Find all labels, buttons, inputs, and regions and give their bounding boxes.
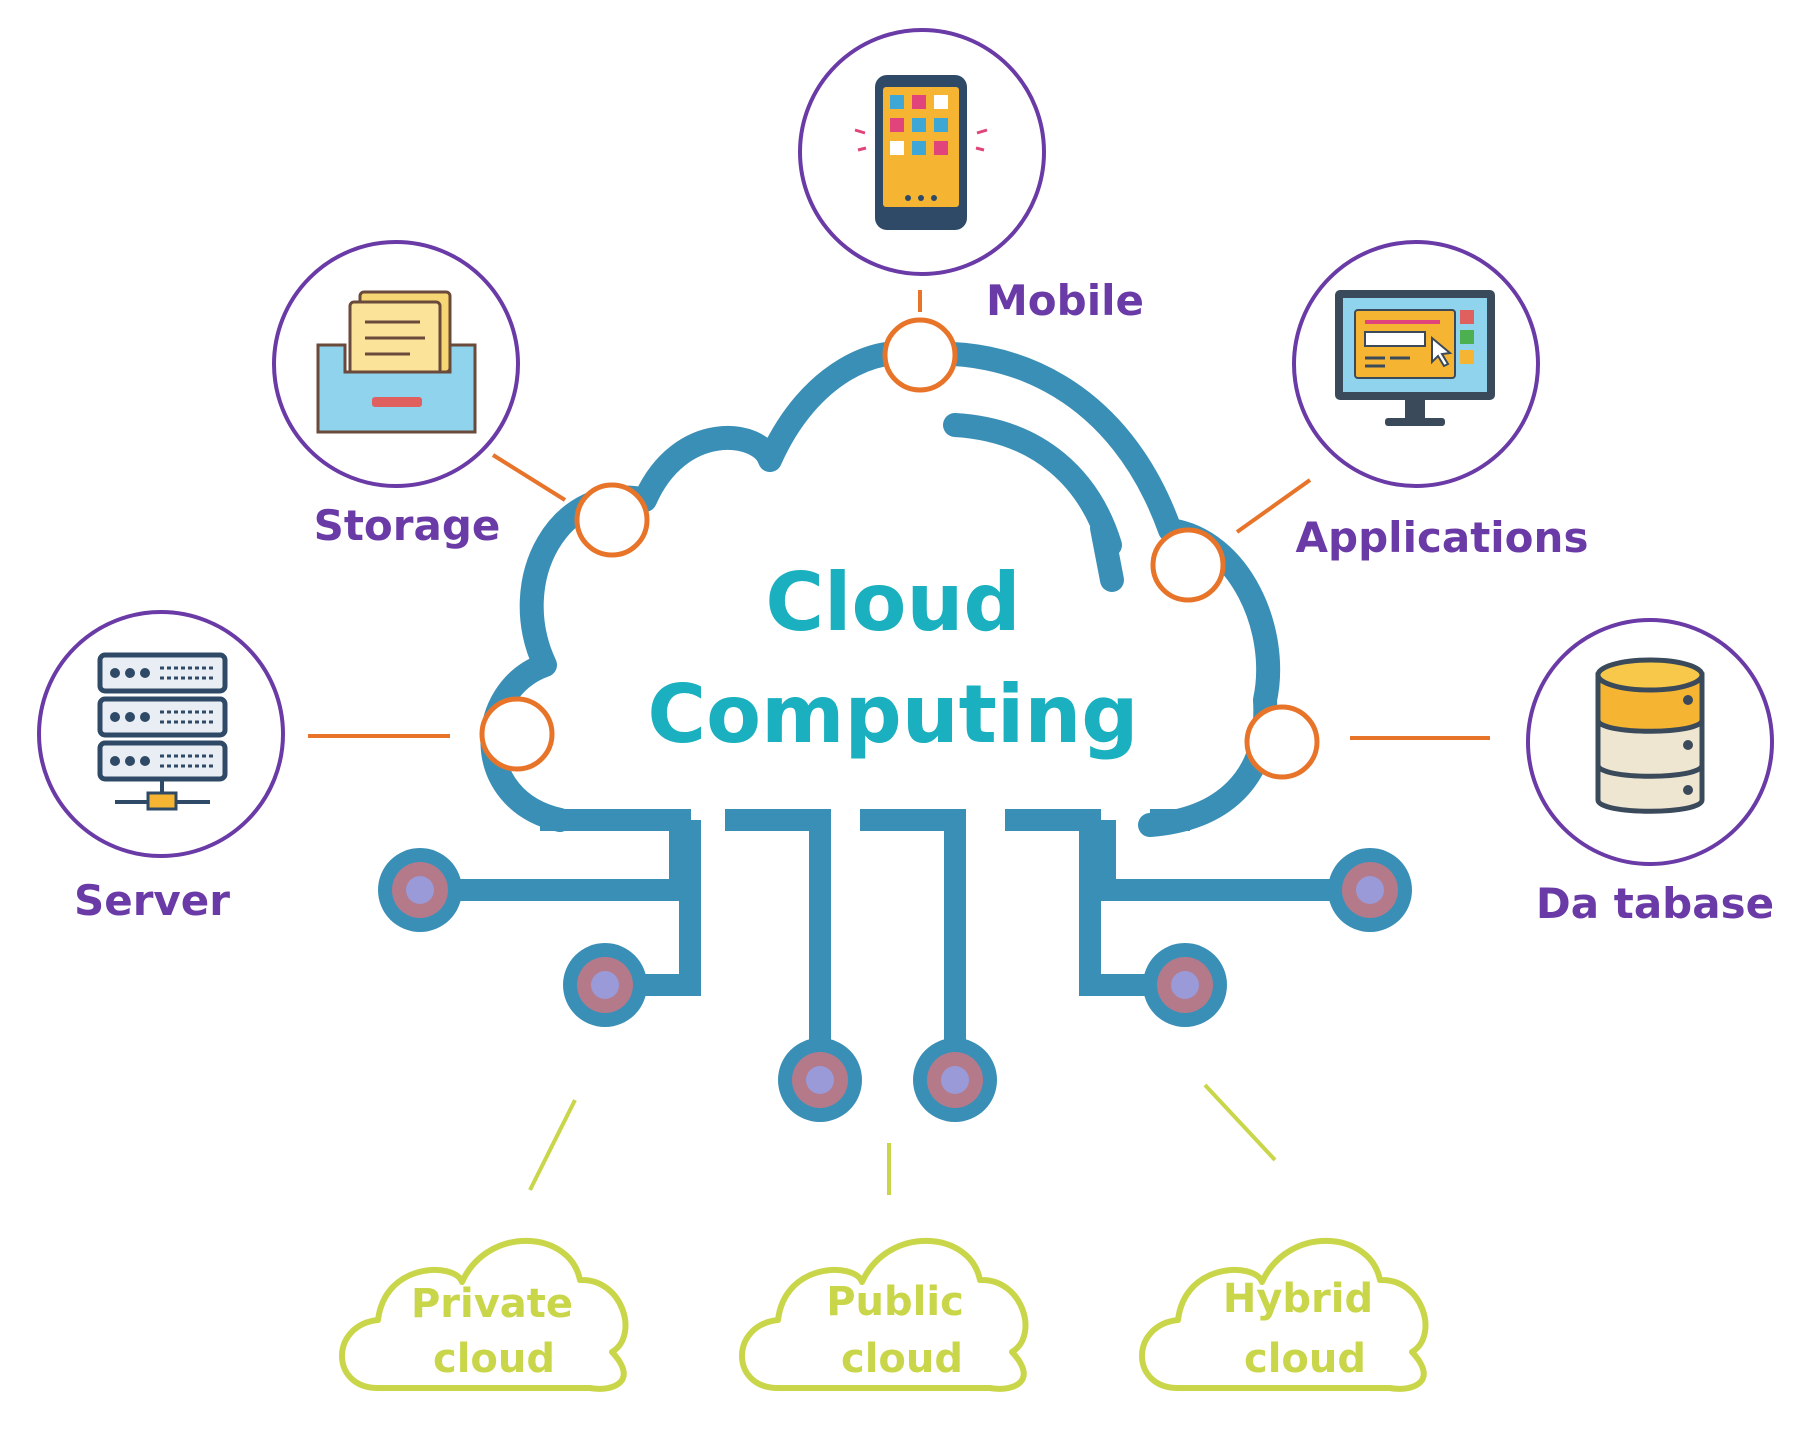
cloud-type-label-line1: Private [411, 1281, 573, 1327]
cloud-type-links [528, 1083, 1277, 1195]
connector-storage [491, 453, 567, 502]
link-private-cloud [528, 1099, 577, 1191]
circuit-pads [378, 848, 1412, 1122]
circuit-pad [563, 943, 647, 1027]
cloud-type-label-line1: Public [826, 1279, 964, 1325]
cloud-highlight-dash [1090, 516, 1124, 592]
circuit-pad [1328, 848, 1412, 932]
connector-node-database [1244, 704, 1320, 780]
cloud-shape [339, 1237, 629, 1392]
cloud-shape [739, 1237, 1029, 1392]
cloud-type-hybrid[interactable]: Hybrid cloud [1139, 1237, 1429, 1392]
database-icon [1595, 657, 1705, 814]
circuit-traces [420, 809, 1355, 1060]
node-label-mobile: Mobile [986, 276, 1144, 325]
cloud-type-label-line1: Hybrid [1223, 1276, 1373, 1322]
cloud-type-public[interactable]: Public cloud [739, 1237, 1029, 1392]
node-label-applications: Applications [1296, 513, 1589, 562]
cloud-type-label-line2: cloud [433, 1336, 555, 1382]
trace-5 [1005, 809, 1170, 996]
circuit-pad [913, 1038, 997, 1122]
smartphone-icon [854, 75, 988, 230]
connector-node-storage [574, 482, 650, 558]
circuit-pad [1143, 943, 1227, 1027]
node-label-database: Da tabase [1536, 879, 1774, 928]
title-line-1: Cloud [765, 556, 1020, 649]
circuit-pad [378, 848, 462, 932]
desktop-app-icon [1335, 290, 1495, 426]
trace-6 [1094, 820, 1355, 901]
node-mobile[interactable] [798, 28, 1046, 276]
cloud-shape [1139, 1237, 1429, 1392]
cloud-type-private[interactable]: Private cloud [339, 1237, 629, 1392]
connector-node-applications [1150, 527, 1226, 603]
cloud-type-label-line2: cloud [1244, 1336, 1366, 1382]
circuit-pad [778, 1038, 862, 1122]
file-tray-icon [316, 290, 477, 434]
connector-node-server [479, 696, 555, 772]
connector-node-mobile [882, 317, 958, 393]
link-hybrid-cloud [1203, 1083, 1277, 1162]
main-cloud-outline [480, 340, 1281, 837]
cloud-type-label-line2: cloud [841, 1336, 963, 1382]
node-label-storage: Storage [314, 501, 501, 550]
node-server[interactable] [37, 610, 285, 858]
connector-applications [1235, 478, 1312, 534]
node-label-server: Server [74, 876, 230, 925]
connector-lines [308, 290, 1490, 740]
trace-4 [860, 809, 966, 1060]
node-storage[interactable] [272, 240, 520, 488]
server-rack-icon [97, 652, 228, 811]
trace-3 [725, 809, 831, 1060]
node-applications[interactable] [1292, 240, 1540, 488]
connector-nodes [479, 317, 1320, 780]
main-cloud [480, 340, 1281, 837]
node-database[interactable] [1526, 618, 1774, 866]
title-line-2: Computing [647, 668, 1138, 761]
cloud-highlight-arc [943, 413, 1122, 557]
